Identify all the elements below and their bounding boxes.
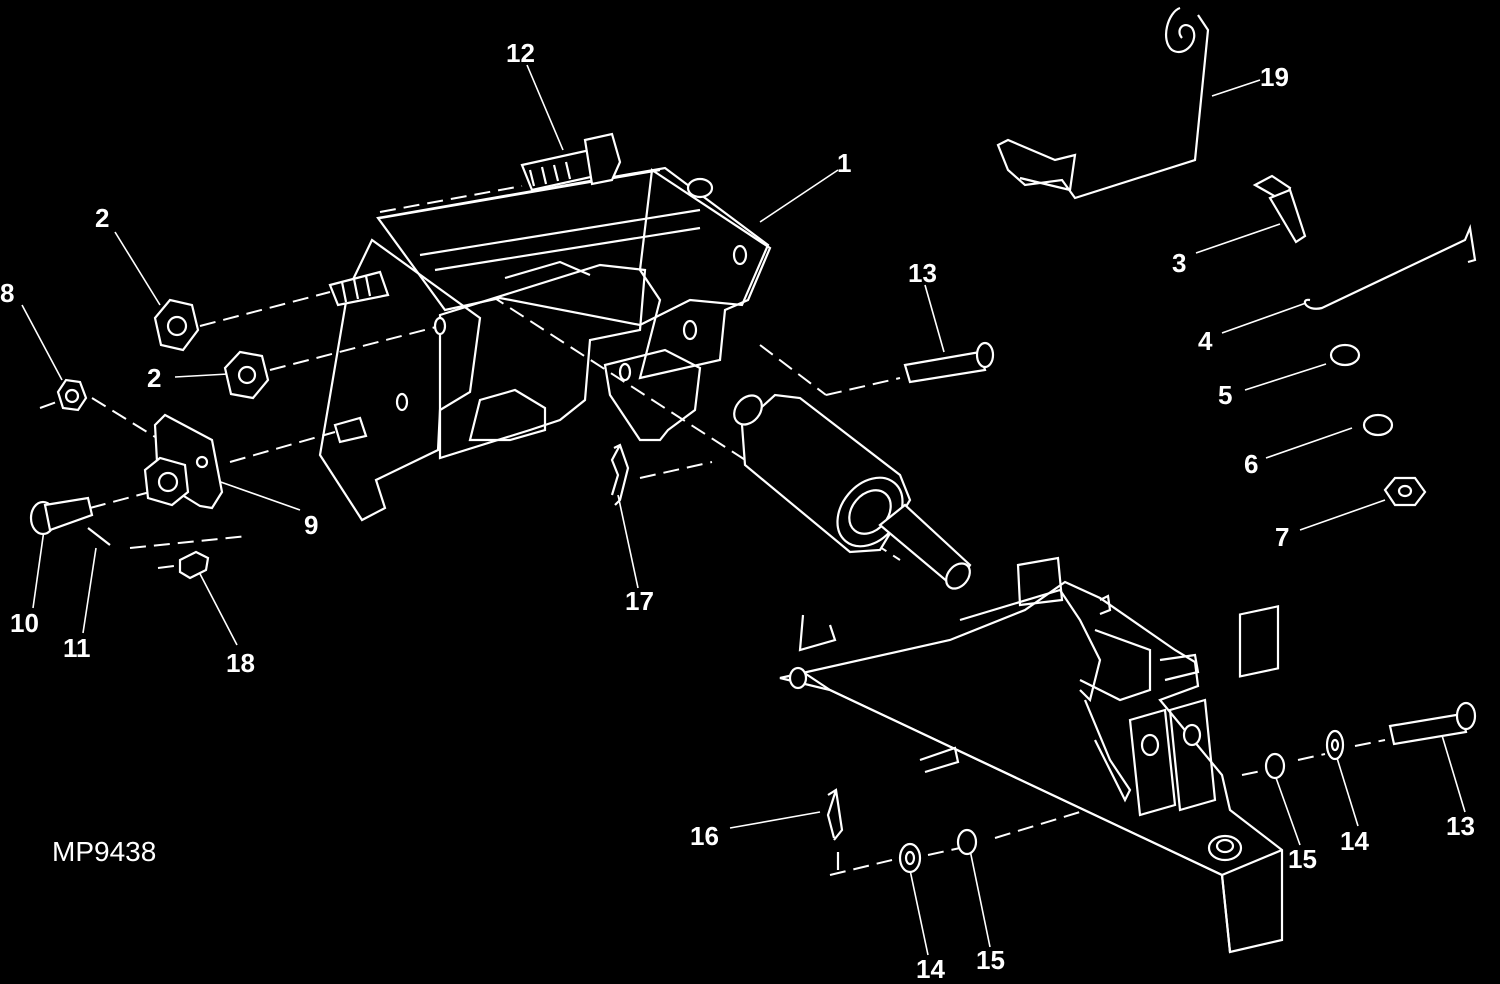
hair-pin-17: [610, 443, 630, 506]
leader-5: [1244, 363, 1327, 391]
callout-15b: 15: [1288, 844, 1317, 874]
leader-16: [729, 811, 821, 829]
callout-18: 18: [226, 648, 255, 678]
leader-3: [1195, 223, 1281, 254]
pins-and-washers: [826, 341, 1477, 874]
callout-15a: 15: [976, 945, 1005, 975]
callout-11: 11: [63, 633, 91, 663]
leader-10: [32, 529, 45, 609]
callout-14b: 14: [1340, 826, 1369, 856]
figure-id: MP9438: [52, 836, 157, 867]
leader-19: [1211, 79, 1261, 97]
actuator-cylinder: [733, 393, 972, 590]
leader-14b: [1336, 757, 1359, 827]
leader-15a: [969, 849, 991, 948]
callout-13a: 13: [908, 258, 937, 288]
callout-4: 4: [1198, 326, 1213, 356]
stud-and-nuts-2: [153, 270, 390, 444]
leader-12: [526, 64, 564, 151]
callout-5: 5: [1218, 380, 1233, 410]
callout-2a: 2: [95, 203, 110, 233]
callout-16: 16: [690, 821, 719, 851]
bolt-12: [520, 132, 622, 192]
leader-13a: [924, 284, 945, 353]
callout-13b: 13: [1446, 811, 1475, 841]
lower-frame: [779, 556, 1284, 954]
callout-17: 17: [625, 586, 654, 616]
leader-lines: [21, 64, 1466, 956]
main-bracket: [318, 166, 772, 522]
leader-9: [214, 479, 301, 511]
callout-8: 8: [0, 278, 15, 308]
leader-11: [82, 547, 97, 634]
callout-1: 1: [837, 148, 852, 178]
callout-3: 3: [1172, 248, 1187, 278]
callout-14a: 14: [916, 954, 945, 984]
assembly-axis-lines: [39, 185, 1386, 876]
callout-7: 7: [1275, 522, 1290, 552]
callout-10: 10: [10, 608, 39, 638]
leader-18: [197, 569, 238, 646]
callout-2b: 2: [147, 363, 162, 393]
leader-14a: [909, 869, 929, 956]
leader-15b: [1274, 774, 1301, 846]
leader-8: [21, 304, 63, 381]
callout-6: 6: [1244, 449, 1259, 479]
right-hardware: [996, 6, 1477, 507]
left-small-hardware: [29, 378, 224, 580]
leader-17: [617, 494, 639, 589]
callout-12: 12: [506, 38, 535, 68]
leader-1: [759, 169, 839, 223]
leader-2b: [174, 373, 229, 378]
leader-6: [1265, 427, 1353, 459]
callout-19: 19: [1260, 62, 1289, 92]
leader-4: [1221, 302, 1307, 334]
leader-7: [1299, 499, 1386, 531]
leader-2a: [114, 231, 161, 306]
callout-9: 9: [304, 510, 319, 540]
